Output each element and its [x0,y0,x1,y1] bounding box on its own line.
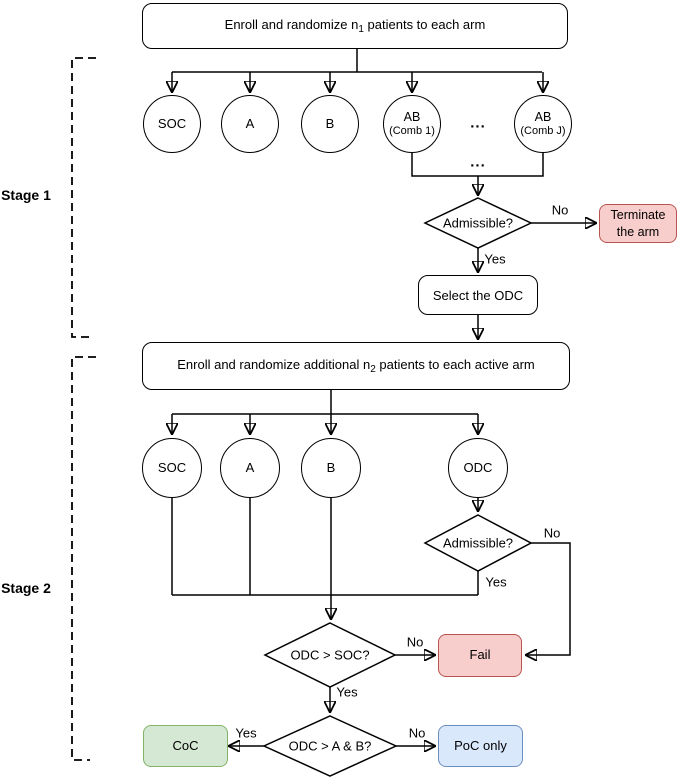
arm-soc-stage2: SOC [142,438,202,498]
fail-box: Fail [438,634,522,677]
arm-ab-combj-top: AB [534,110,552,125]
terminate-box: Terminate the arm [599,204,677,243]
no-label-fail: No [406,634,424,650]
fail-label: Fail [469,647,491,663]
admissible2-label: Admissible? [442,535,514,551]
arm-soc-stage1: SOC [143,95,201,153]
arm-ab-comb1: AB (Comb 1) [383,95,441,153]
arm-ab-comb1-bottom: (Comb 1) [389,124,435,137]
arm-odc: ODC [448,438,508,498]
arm-a-stage1-label: A [245,115,255,131]
enroll-stage2-box: Enroll and randomize additional n2 patie… [142,342,570,390]
stage2-bracket [71,356,96,761]
arm-ab-comb1-top: AB [403,110,421,125]
enroll-stage1-text: Enroll and randomize n1 patients to each… [224,17,486,35]
coc-label: CoC [172,737,199,753]
enroll-stage1-box: Enroll and randomize n1 patients to each… [142,3,568,49]
terminate-line1: Terminate [610,208,666,223]
enroll-stage2-text: Enroll and randomize additional n2 patie… [177,357,535,375]
arm-soc-stage1-label: SOC [157,115,187,131]
yes-label-select: Yes [484,251,506,267]
ellipsis-arms: ... [470,114,486,132]
odc-vs-ab-diamond [262,715,398,777]
yes-label-coc: Yes [235,725,257,741]
poc-only-label: PoC only [454,737,507,753]
no-label-poc: No [408,725,426,741]
arm-a-stage2-label: A [245,459,255,475]
arm-b-stage2: B [301,438,361,498]
terminate-line2: the arm [616,224,660,239]
stage1-label: Stage 1 [1,187,51,203]
no-label-admissible2: No [543,525,561,541]
select-odc-label: Select the ODC [432,287,524,303]
arm-ab-combj-bottom: (Comb J) [520,124,566,137]
arm-b-stage1: B [301,95,359,153]
yes-label-admissible2: Yes [485,574,507,590]
arm-a-stage2: A [220,438,280,498]
admissible1-label: Admissible? [442,215,514,231]
arrow-no-fail-right [527,542,571,655]
select-odc-box: Select the ODC [418,275,538,315]
stage2-label: Stage 2 [1,580,51,596]
arm-odc-label: ODC [463,459,493,475]
odc-vs-soc-label: ODC > SOC? [290,647,370,663]
poc-only-box: PoC only [438,725,523,767]
arm-soc-stage2-label: SOC [157,459,187,475]
odc-vs-ab-label: ODC > A & B? [288,738,372,754]
yes-label-odc-vs-ab: Yes [336,684,358,700]
admissible2-diamond [423,514,533,572]
arm-b-stage1-label: B [325,115,335,131]
stage1-bracket [71,57,96,338]
arm-a-stage1: A [221,95,279,153]
coc-box: CoC [143,725,228,767]
ellipsis-merge: ... [470,153,486,171]
arm-ab-combj: AB (Comb J) [514,95,572,153]
arm-b-stage2-label: B [326,459,336,475]
no-label-terminate: No [551,202,569,218]
